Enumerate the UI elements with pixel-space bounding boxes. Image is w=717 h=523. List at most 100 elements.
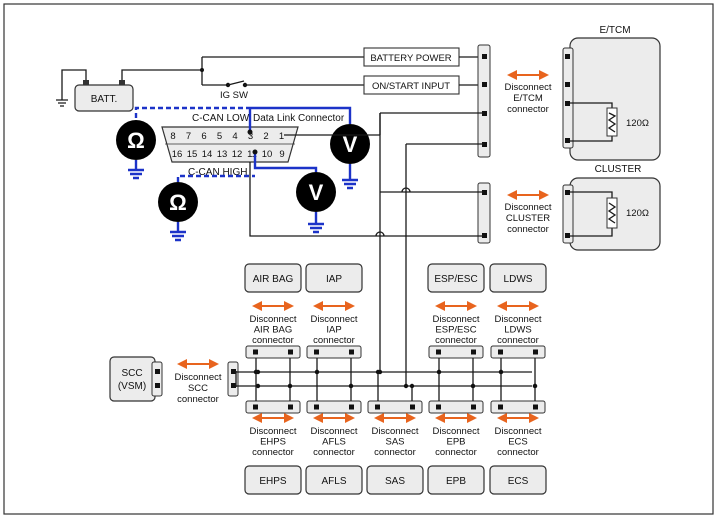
ohm-meter-top: Ω xyxy=(116,120,156,180)
dlc-pin-bottom: 15 xyxy=(187,149,198,160)
etcm-disconnect-line-2: E/TCM xyxy=(513,93,543,104)
disconnect-text: Disconnect xyxy=(311,314,358,325)
dlc-pin-bottom: 11 xyxy=(247,149,257,160)
disconnect-text: LDWS xyxy=(504,325,531,336)
dlc-pin-top: 6 xyxy=(201,131,206,142)
disconnect-text: Disconnect xyxy=(433,314,480,325)
scc-label-line-2: (VSM) xyxy=(118,381,146,392)
dlc-pin-bottom: 12 xyxy=(232,149,243,160)
disconnect-text: ECS xyxy=(508,437,528,448)
dlc-body xyxy=(161,126,299,163)
horizontal-bus xyxy=(235,369,532,389)
cluster-module: CLUSTER 120Ω xyxy=(562,164,661,251)
dlc-title: Data Link Connector xyxy=(253,113,345,124)
disconnect-text: connector xyxy=(252,335,294,346)
battery-power-label: BATTERY POWER xyxy=(370,53,451,64)
disconnect-text: Disconnect xyxy=(250,426,297,437)
disconnect-text: connector xyxy=(497,335,539,346)
cluster-disconnect-line-3: connector xyxy=(507,224,549,235)
bottom-module-group: DisconnectEHPSconnectorEHPSDisconnectAFL… xyxy=(244,369,547,495)
module-name: IAP xyxy=(326,274,342,285)
disconnect-text: connector xyxy=(313,335,355,346)
disconnect-text: Disconnect xyxy=(372,426,419,437)
cluster-disconnect: Disconnect CLUSTER connector xyxy=(505,190,552,235)
dlc-pin-top: 8 xyxy=(170,131,175,142)
ohm-symbol: Ω xyxy=(127,128,145,153)
module-name: EPB xyxy=(446,476,466,487)
cluster-disconnect-line-1: Disconnect xyxy=(505,202,552,213)
volt-symbol: V xyxy=(343,132,358,157)
can-high-label: C-CAN HIGH xyxy=(188,167,247,178)
disconnect-text: Disconnect xyxy=(250,314,297,325)
volt-symbol-2: V xyxy=(309,180,324,205)
diagram-border xyxy=(3,3,714,515)
ig-sw-label: IG SW xyxy=(220,90,248,101)
volt-meter-bottom: V xyxy=(296,172,336,234)
can-bus-wires xyxy=(249,44,491,386)
disconnect-text: Disconnect xyxy=(495,426,542,437)
disconnect-text: connector xyxy=(252,447,294,458)
etcm-disconnect-line-1: Disconnect xyxy=(505,82,552,93)
disconnect-text: Disconnect xyxy=(495,314,542,325)
module-name: LDWS xyxy=(504,274,533,285)
dlc-pin-top: 3 xyxy=(248,131,253,142)
etcm-title: E/TCM xyxy=(599,25,630,36)
cluster-title: CLUSTER xyxy=(595,164,642,175)
scc-disconnect-line-3: connector xyxy=(177,394,219,405)
dlc-pin-top: 5 xyxy=(217,131,222,142)
ohm-symbol-2: Ω xyxy=(169,190,187,215)
disconnect-text: SAS xyxy=(385,437,404,448)
dlc-pin-top: 2 xyxy=(263,131,268,142)
scc-disconnect-line-1: Disconnect xyxy=(175,372,222,383)
can-low-label: C-CAN LOW xyxy=(192,113,250,124)
disconnect-text: Disconnect xyxy=(433,426,480,437)
module-name: EHPS xyxy=(259,476,287,487)
dlc-pin-top: 4 xyxy=(232,131,237,142)
etcm-resistor-label: 120Ω xyxy=(626,118,649,129)
disconnect-text: Disconnect xyxy=(311,426,358,437)
scc-disconnect-line-2: SCC xyxy=(188,383,208,394)
dlc-pin-bottom: 16 xyxy=(172,149,183,160)
module-name: AIR BAG xyxy=(253,274,294,285)
ohm-meter-bottom: Ω xyxy=(158,182,198,242)
dlc-pin-top: 1 xyxy=(279,131,284,142)
battery-label: BATT. xyxy=(91,94,117,105)
scc-label-line-1: SCC xyxy=(121,368,142,379)
module-name: ESP/ESC xyxy=(434,274,477,285)
dlc-pin-bottom: 10 xyxy=(262,149,273,160)
power-section: BATT. BATTERY POWER IG SW ON/START INPUT xyxy=(56,47,484,112)
disconnect-text: connector xyxy=(497,447,539,458)
scc-disconnect: Disconnect SCC connector xyxy=(175,359,222,405)
disconnect-text: ESP/ESC xyxy=(435,325,476,336)
module-name: ECS xyxy=(508,476,529,487)
volt-meter-top: V xyxy=(330,124,370,190)
disconnect-text: EPB xyxy=(446,437,465,448)
module-name: AFLS xyxy=(321,476,346,487)
disconnect-text: connector xyxy=(435,335,477,346)
disconnect-text: EHPS xyxy=(260,437,286,448)
dlc-pin-bottom: 9 xyxy=(279,149,284,160)
cluster-disconnect-line-2: CLUSTER xyxy=(506,213,550,224)
module-name: SAS xyxy=(385,476,405,487)
disconnect-text: connector xyxy=(374,447,416,458)
etcm-disconnect: Disconnect E/TCM connector xyxy=(505,70,552,115)
dlc-pin-bottom: 13 xyxy=(217,149,228,160)
etcm-module: E/TCM 120Ω xyxy=(562,25,661,161)
disconnect-text: connector xyxy=(313,447,355,458)
disconnect-text: AFLS xyxy=(322,437,346,448)
etcm-disconnect-line-3: connector xyxy=(507,104,549,115)
cluster-resistor-label: 120Ω xyxy=(626,208,649,219)
disconnect-text: IAP xyxy=(326,325,341,336)
